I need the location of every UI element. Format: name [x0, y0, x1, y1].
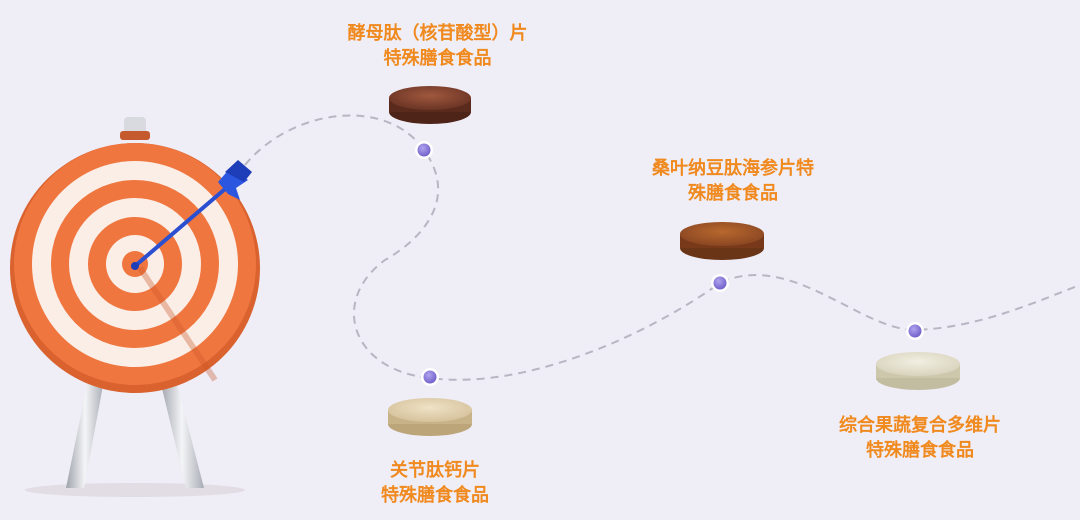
path-dot-icon	[906, 322, 924, 340]
product-name-line1: 酵母肽（核苷酸型）片	[347, 23, 528, 44]
path-dot-icon	[421, 368, 439, 386]
tablet-icon	[876, 352, 960, 390]
tablet-icon	[388, 398, 472, 436]
path-dot-icon	[711, 274, 729, 292]
product-label: 综合果蔬复合多维片 特殊膳食食品	[815, 413, 1025, 463]
product-label: 关节肽钙片 特殊膳食食品	[350, 458, 520, 508]
path-dot-icon	[415, 141, 433, 159]
product-name-line1: 关节肽钙片	[390, 460, 480, 481]
product-name-line1: 综合果蔬复合多维片	[839, 415, 1001, 436]
product-name-line1: 桑叶纳豆肽海参片特	[652, 158, 814, 179]
arrow-icon	[131, 160, 252, 270]
tablet-icon	[389, 86, 471, 124]
product-name-line2: 特殊膳食食品	[383, 48, 492, 69]
product-label: 桑叶纳豆肽海参片特 殊膳食食品	[633, 156, 833, 206]
target-icon	[10, 117, 260, 497]
product-name-line2: 特殊膳食食品	[381, 485, 489, 506]
product-label: 酵母肽（核苷酸型）片 特殊膳食食品	[330, 21, 545, 71]
product-name-line2: 殊膳食食品	[688, 183, 778, 204]
tablet-icon	[680, 222, 764, 260]
product-name-line2: 特殊膳食食品	[866, 440, 974, 461]
